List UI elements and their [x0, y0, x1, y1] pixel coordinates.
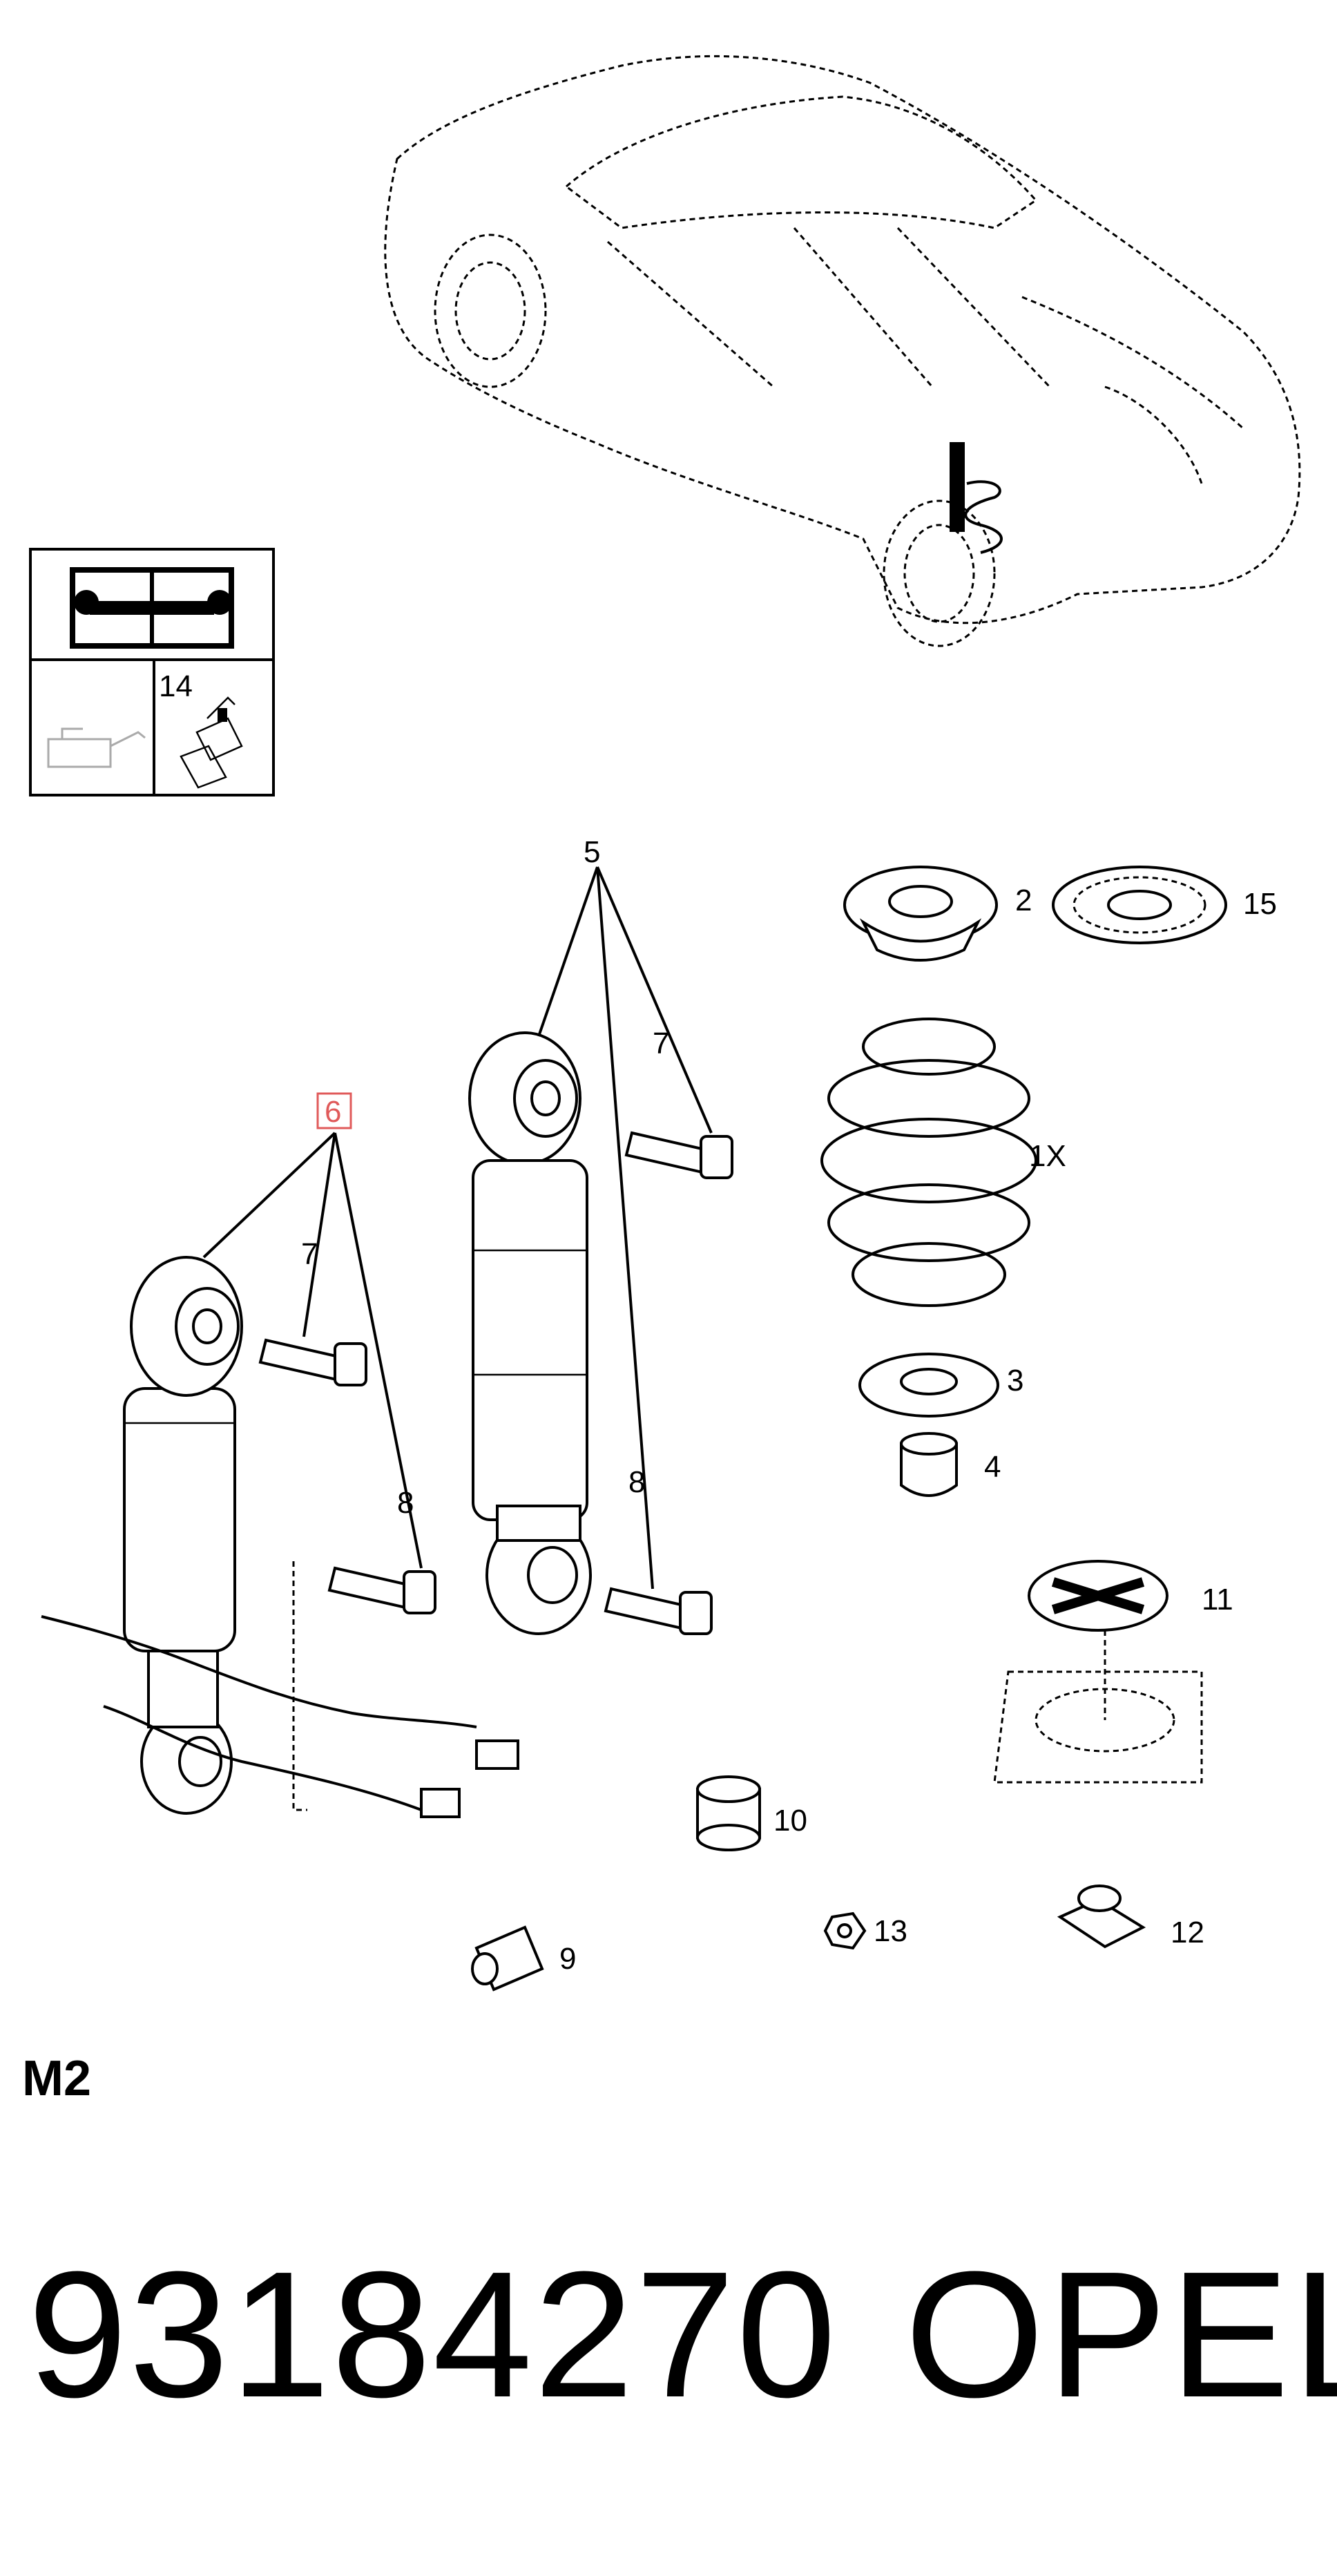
shock-absorber-left — [41, 1256, 519, 1818]
shock-absorber-right — [468, 1031, 592, 1635]
bolt-7-right — [624, 1131, 733, 1179]
highlight-shock-marker — [950, 442, 965, 532]
clip-12 — [1057, 1885, 1146, 1949]
callout-12: 12 — [1171, 1916, 1204, 1949]
bump-stop-4 — [900, 1432, 958, 1497]
vehicle-overview-illustration — [384, 55, 1301, 647]
callout-3: 3 — [1007, 1364, 1023, 1397]
spring-insulator-15 — [1052, 866, 1227, 944]
callout-7-right: 7 — [653, 1027, 669, 1060]
callout-15: 15 — [1243, 887, 1277, 921]
callout-6-highlight-box — [316, 1092, 352, 1129]
callout-6[interactable]: 6 — [325, 1095, 341, 1129]
bolt-8-right — [604, 1587, 713, 1635]
cover-11 — [993, 1560, 1203, 1784]
adhesive-bottle-icon — [180, 696, 243, 789]
coil-spring — [820, 1018, 1037, 1307]
part-number: 93184270 — [28, 2235, 838, 2435]
callout-5: 5 — [584, 835, 600, 869]
spring-pad-3 — [858, 1353, 999, 1418]
callout-4: 4 — [984, 1450, 1001, 1484]
callout-7-left: 7 — [301, 1237, 318, 1271]
callout-9: 9 — [559, 1942, 576, 1976]
leader-lines — [202, 866, 713, 1590]
section-code: M2 — [22, 2051, 92, 2106]
bolt-8-left — [327, 1566, 436, 1614]
spring-seat-upper — [843, 866, 998, 962]
callout-14: 14 — [159, 669, 193, 703]
callout-11: 11 — [1202, 1583, 1233, 1616]
callout-8-right: 8 — [628, 1465, 645, 1499]
bolt-7-left — [258, 1338, 367, 1386]
repair-manual-icon — [70, 567, 234, 649]
callout-labels: 5 6 7 7 8 8 2 15 1X 3 4 11 10 13 12 9 14 — [159, 669, 1277, 1976]
callout-13: 13 — [874, 1914, 907, 1948]
service-info-panel — [29, 548, 275, 796]
nut-13 — [823, 1911, 867, 1950]
callout-1x: 1X — [1029, 1139, 1066, 1173]
callout-10: 10 — [773, 1804, 807, 1838]
sleeve-9 — [471, 1925, 544, 1992]
bushing-10 — [696, 1775, 761, 1851]
oil-can-icon — [47, 727, 146, 768]
callout-8-left: 8 — [397, 1486, 414, 1520]
brand-name: OPEL — [905, 2235, 1337, 2435]
callout-2: 2 — [1015, 884, 1032, 917]
